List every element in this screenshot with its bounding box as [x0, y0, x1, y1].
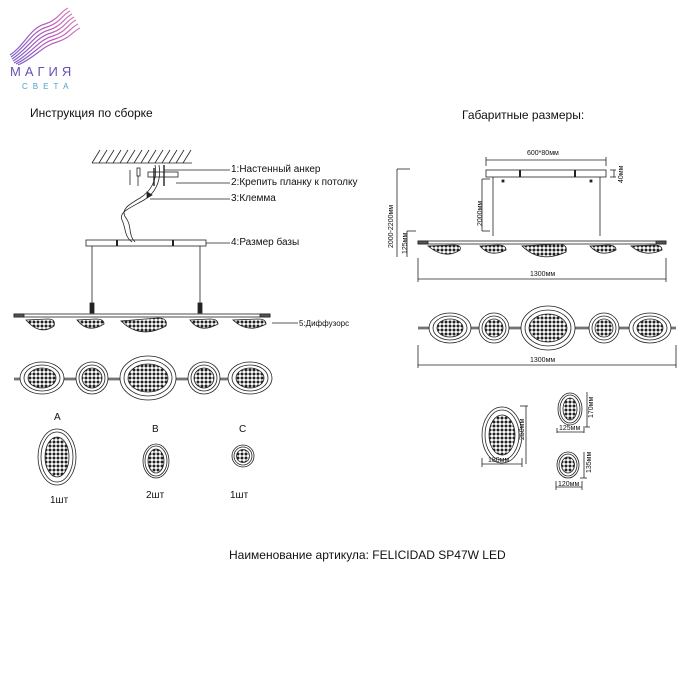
part-b-letter: B	[152, 424, 159, 435]
dim-diffuser-b-width: 125мм	[559, 425, 581, 432]
part-a-letter: A	[54, 412, 61, 423]
mounting-plate	[120, 164, 179, 243]
dimension-drawing-top	[417, 305, 677, 368]
canopy-left	[85, 239, 207, 314]
part-c-letter: C	[239, 424, 247, 435]
dim-base-height: 40мм	[618, 165, 625, 183]
logo: МАГИЯ СВЕТА	[0, 0, 100, 100]
callout-diffusers: 5:Диффузорс	[299, 319, 350, 328]
dim-base-size: 600*80мм	[527, 150, 559, 157]
dim-diffuser-a-height: 250мм	[519, 418, 526, 440]
callout-base-size: 4:Размер базы	[231, 237, 300, 248]
assembly-title: Инструкция по сборке	[30, 106, 153, 120]
luminaire-top-view-left	[14, 355, 273, 401]
callout-wall-anchor: 1:Настенный анкер	[231, 164, 321, 175]
logo-subtitle: СВЕТА	[22, 82, 74, 91]
callout-terminal: 3:Клемма	[231, 193, 276, 204]
logo-title: МАГИЯ	[10, 64, 76, 79]
part-b-quantity: 2шт	[146, 490, 165, 501]
ceiling-hatch	[91, 149, 192, 164]
dim-body-height: 125мм	[402, 232, 409, 254]
part-c-quantity: 1шт	[230, 490, 249, 501]
dim-total-height: 2000-2200мм	[388, 204, 395, 248]
luminaire-side-view-left	[13, 313, 271, 333]
dim-cable-length: 2000мм	[477, 200, 484, 226]
dim-diffuser-b-height: 170мм	[588, 396, 595, 418]
callout-mount-plate: 2:Крепить планку к потолку	[231, 177, 358, 188]
article-name: Наименование артикула: FELICIDAD SP47W L…	[229, 548, 506, 562]
dim-diffuser-c-height: 135мм	[586, 451, 593, 473]
diffuser-parts	[37, 428, 255, 486]
dimensions-title: Габаритные размеры:	[462, 108, 585, 122]
diffuser-dimensions	[481, 392, 590, 490]
dim-total-width-top: 1300мм	[530, 357, 556, 364]
part-a-quantity: 1шт	[50, 495, 69, 506]
dimension-drawing-side	[396, 157, 667, 282]
dim-diffuser-c-width: 120мм	[558, 481, 580, 488]
dim-diffuser-a-width: 180мм	[488, 457, 510, 464]
logo-wave-icon	[9, 7, 81, 66]
dim-total-width-side: 1300мм	[530, 271, 556, 278]
